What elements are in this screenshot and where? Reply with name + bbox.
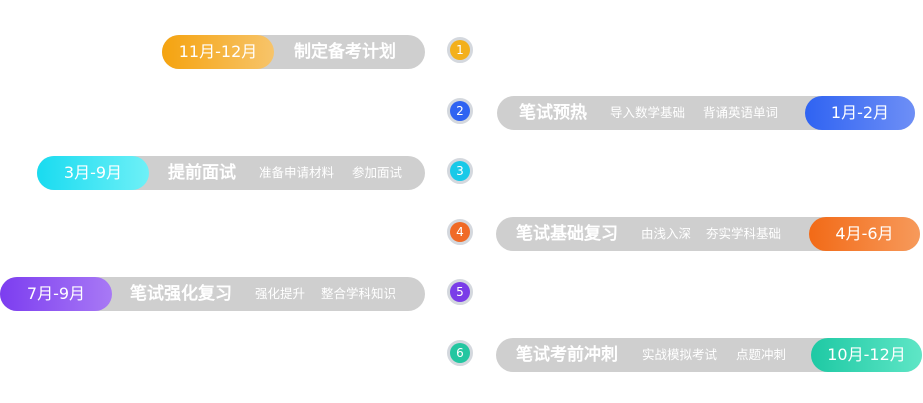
stage-row-4: 4 笔试基础复习 由浅入深 夯实学科基础 4月-6月	[0, 217, 923, 251]
stage-title-5: 笔试强化复习	[130, 284, 232, 304]
stage-sub-5a: 强化提升	[255, 286, 306, 301]
stage-title-6: 笔试考前冲刺	[516, 345, 618, 365]
stage-sub-6b: 点题冲刺	[736, 347, 787, 362]
step-node-3: 3	[447, 158, 473, 184]
stage-row-6: 6 笔试考前冲刺 实战模拟考试 点题冲刺 10月-12月	[0, 338, 923, 372]
period-pill-2: 1月-2月	[805, 96, 915, 130]
step-node-2: 2	[447, 98, 473, 124]
stage-bar-1: 11月-12月 制定备考计划	[162, 35, 425, 69]
period-pill-3: 3月-9月	[37, 156, 149, 190]
stage-bar-6: 笔试考前冲刺 实战模拟考试 点题冲刺 10月-12月	[496, 338, 922, 372]
period-pill-1: 11月-12月	[162, 35, 274, 69]
step-number-3: 3	[450, 161, 470, 181]
stage-row-5: 7月-9月 笔试强化复习 强化提升 整合学科知识 5	[0, 277, 923, 311]
stage-row-1: 11月-12月 制定备考计划 1	[0, 35, 923, 69]
step-number-4: 4	[450, 222, 470, 242]
stage-sub-4b: 夯实学科基础	[706, 226, 782, 241]
step-number-1: 1	[450, 40, 470, 60]
stage-sub-2b: 背诵英语单词	[703, 105, 779, 120]
stage-sub-6a: 实战模拟考试	[642, 347, 718, 362]
step-number-5: 5	[450, 282, 470, 302]
stage-bar-3: 3月-9月 提前面试 准备申请材料 参加面试	[37, 156, 425, 190]
stage-sub-4a: 由浅入深	[641, 226, 692, 241]
stage-sub-5b: 整合学科知识	[321, 286, 397, 301]
stage-row-2: 2 笔试预热 导入数学基础 背诵英语单词 1月-2月	[0, 96, 923, 130]
period-pill-4: 4月-6月	[809, 217, 920, 251]
stage-title-4: 笔试基础复习	[516, 224, 618, 244]
step-node-6: 6	[447, 340, 473, 366]
step-number-2: 2	[450, 101, 470, 121]
period-pill-6: 10月-12月	[811, 338, 922, 372]
stage-title-3: 提前面试	[168, 163, 236, 183]
stage-sub-3b: 参加面试	[352, 165, 403, 180]
step-number-6: 6	[450, 343, 470, 363]
stage-row-3: 3月-9月 提前面试 准备申请材料 参加面试 3	[0, 156, 923, 190]
stage-bar-4: 笔试基础复习 由浅入深 夯实学科基础 4月-6月	[496, 217, 920, 251]
period-pill-5: 7月-9月	[0, 277, 112, 311]
stage-bar-2: 笔试预热 导入数学基础 背诵英语单词 1月-2月	[497, 96, 915, 130]
step-node-5: 5	[447, 279, 473, 305]
stage-title-2: 笔试预热	[519, 103, 587, 123]
step-node-1: 1	[447, 37, 473, 63]
stage-sub-3a: 准备申请材料	[259, 165, 335, 180]
stage-bar-5: 7月-9月 笔试强化复习 强化提升 整合学科知识	[0, 277, 425, 311]
stage-title-1: 制定备考计划	[294, 42, 396, 62]
stage-sub-2a: 导入数学基础	[610, 105, 686, 120]
step-node-4: 4	[447, 219, 473, 245]
